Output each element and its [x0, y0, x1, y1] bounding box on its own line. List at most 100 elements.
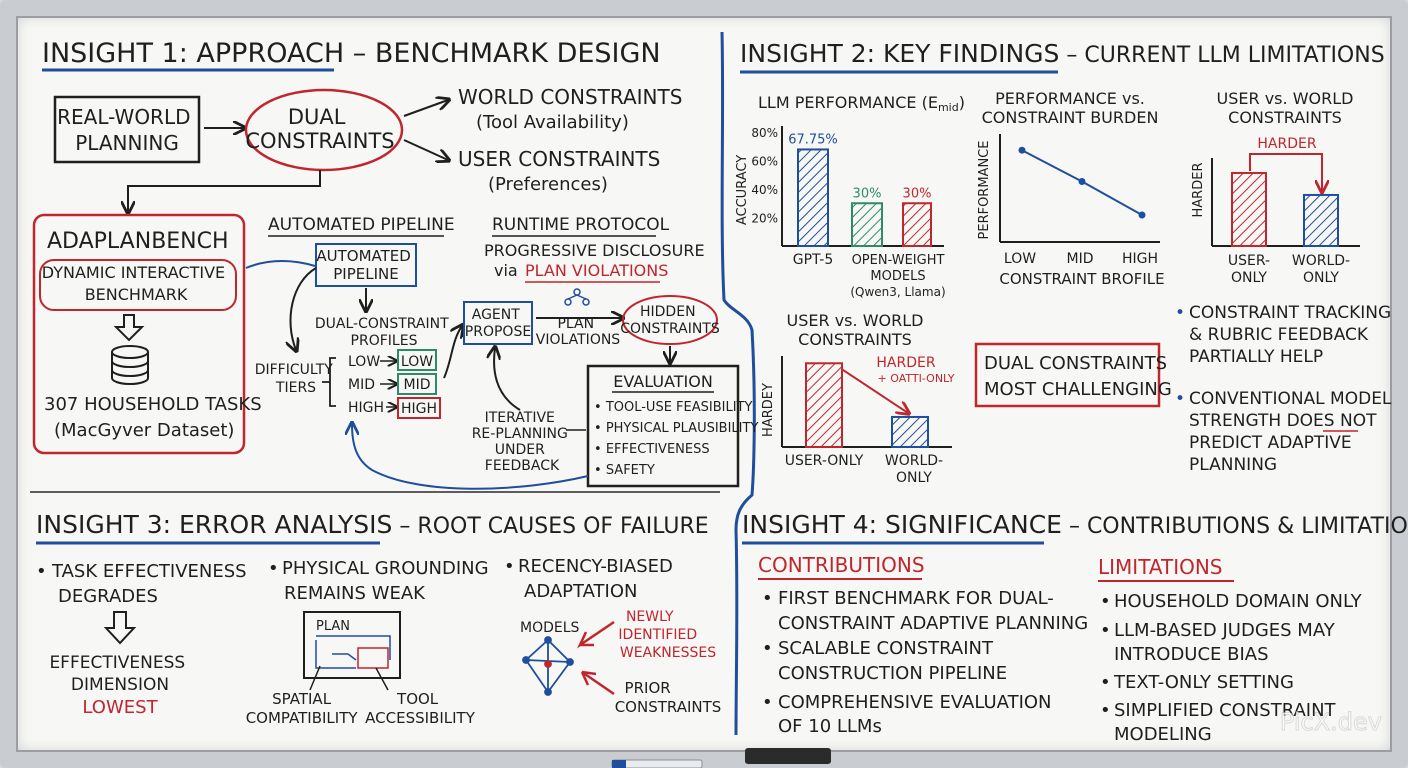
perf-value-label-3: 30% [903, 186, 932, 201]
real-world-box [53, 95, 201, 164]
chart-uw1-bar-2 [1303, 193, 1339, 248]
difficulty-line1: DIFFICULTY [255, 362, 334, 378]
svg-text:PLAN VIOLATIONS: PLAN VIOLATIONS [536, 316, 621, 348]
col1-line1: TASK EFFECTIVENESS [51, 561, 247, 582]
chart-uw1-bar-1 [1231, 171, 1267, 248]
insight4-title-prefix: INSIGHT 4: [742, 510, 877, 539]
bullet2-line2: STRENGTH DOES NOT [1189, 411, 1377, 431]
world-constraints-label: WORLD CONSTRAINTS [458, 85, 682, 109]
runtime-protocol-header: RUNTIME PROTOCOL [492, 215, 670, 235]
adaplanbench-box [32, 213, 246, 455]
svg-text:•: • [1100, 620, 1111, 641]
chart-uw2-title-1: USER vs. WORLD [787, 311, 924, 330]
newly-arrow [576, 620, 615, 649]
tier-mid-box [397, 373, 437, 395]
bullet2-line4: PLANNING [1189, 455, 1277, 475]
svg-text:ITERATIVE RE-PLANNING: ITERATIVE RE-PLANNING UNDER FEEDBACK [472, 410, 573, 474]
eval-item-1: TOOL-USE FEASIBILITY [605, 400, 753, 415]
plan-violations-line1: PLAN [557, 316, 594, 332]
svg-text:EFFECTIVENESS DIMENSIO: EFFECTIVENESS DIMENSION [49, 653, 190, 695]
tier-high-box [397, 397, 441, 419]
insight4-title-rest: – CONTRIBUTIONS & LIMITATIONS [1062, 514, 1408, 539]
insight2-title-mid: KEY FINDINGS [875, 39, 1059, 68]
user-constraints-label: USER CONSTRAINTS [458, 147, 660, 171]
eval-item-2: PHYSICAL PLAUSIBILITY [606, 421, 759, 436]
svg-text:•: • [1100, 591, 1111, 612]
svg-text:•: • [268, 558, 279, 579]
dual-line1: DUAL [288, 105, 346, 129]
perf-value-label-1: 67.75% [788, 132, 838, 147]
adaplanbench-title: ADAPLANBENCH [47, 229, 229, 254]
perf-xtick-open-sub: (Qwen3, Llama) [850, 285, 945, 299]
svg-text:•: • [504, 556, 515, 577]
chart-uw2-annotation-sub: + OATTI-ONLY [878, 372, 955, 385]
spatial-line2: COMPATIBILITY [246, 709, 359, 727]
bullet1-line1: CONSTRAINT TRACKING [1189, 303, 1391, 323]
chart-performance-vs-burden: PERFORMANCE vs.CONSTRAINT BURDEN PERFORMA… [977, 89, 1165, 288]
perf-ytick: 80% [751, 126, 778, 140]
svg-text:SCALABLE CONSTRAINT: SCALABLE CONSTRAINT CONSTRUCTION PIPELIN… [778, 638, 1007, 684]
svg-text:HIDDEN CONSTRAINTS: HIDDEN CONSTRAINTS [620, 304, 720, 337]
tasks-label: 307 HOUSEHOLD TASKS [44, 394, 262, 415]
limitation2-line2: INTRODUCE BIAS [1114, 644, 1269, 665]
eval-item-4: SAFETY [606, 463, 655, 478]
insight2-bullets: • CONSTRAINT TRACKING & RUBRIC FEEDBACK … [1175, 303, 1397, 475]
line-point-3 [1138, 211, 1146, 219]
svg-text:CONVENTIONAL MODEL S: CONVENTIONAL MODEL STRENGTH DOES NOT PRE… [1189, 389, 1397, 475]
chart-uw1-title-2: CONSTRAINTS [1228, 108, 1342, 127]
svg-text:AGENT PROPOSE: AGENT PROPOSE [465, 307, 531, 340]
perf-bar-2 [851, 202, 883, 247]
svg-text:•: • [1175, 303, 1185, 323]
svg-text:• EFFECTIVENESS: • EFFECTIVENESS [594, 442, 710, 457]
line-title-2: CONSTRAINT BURDEN [982, 108, 1159, 127]
svg-text:•: • [762, 588, 773, 609]
dual-profiles-line1: DUAL-CONSTRAINT [315, 316, 449, 332]
chart-uw2-bar-2 [891, 415, 929, 449]
svg-text:CONSTRAINT TRACKING: CONSTRAINT TRACKING & RUBRIC FEEDBACK PA… [1189, 303, 1397, 367]
chart-uw1-xtick-1-1: USER- [1228, 253, 1270, 269]
tier-high-box-label: HIGH [401, 401, 437, 417]
svg-text:•: • [1100, 700, 1111, 721]
bullet1-line2: & RUBRIC FEEDBACK [1189, 325, 1369, 345]
tier-low-box-label: LOW [401, 354, 433, 370]
tier-mid-label: MID [348, 377, 375, 393]
svg-text:FIRST BENCHMARK FOR DUAL-: FIRST BENCHMARK FOR DUAL- CONSTRAINT ADA… [778, 588, 1088, 634]
via-label: via [494, 261, 518, 280]
svg-text:SIMPLIFIED CONSTRAINT: SIMPLIFIED CONSTRAINT MODELING [1114, 700, 1341, 745]
plan-diagram-box [303, 611, 401, 679]
line-xtick-2: MID [1067, 251, 1094, 267]
chart-uw1-ylabel: HARDER [1191, 163, 1206, 218]
database-icon [111, 345, 149, 385]
limitation4-line1: SIMPLIFIED CONSTRAINT [1114, 700, 1337, 721]
chart-uw2-xtick-1-1: USER-ONLY [785, 453, 864, 469]
limitation1: HOUSEHOLD DOMAIN ONLY [1114, 591, 1363, 612]
prior-line2: CONSTRAINTS [615, 698, 722, 716]
insight3-section: INSIGHT 3: ERROR ANALYSIS – ROOT CAUSES … [36, 510, 721, 727]
svg-text:INSIGHT 1: APPROACH – BENCHMAR: INSIGHT 1: APPROACH – BENCHMARK DESIGN [42, 38, 661, 69]
hidden-constraints-ellipse [622, 295, 718, 345]
limitations-header: LIMITATIONS [1098, 555, 1223, 579]
chart-uw2-annotation: HARDER [876, 355, 935, 371]
svg-text:•: • [36, 561, 47, 582]
hidden-line1: HIDDEN [640, 304, 696, 320]
perf-xtick-gpt5-1: GPT-5 [793, 252, 834, 268]
svg-text:SPATIAL COMPATIBILITY: SPATIAL COMPATIBILITY TOOL ACCESSIBILITY [246, 690, 476, 727]
chart-uw2-bar-1 [805, 362, 843, 448]
line-xtick-3: HIGH [1122, 251, 1158, 267]
svg-text:• PHYSICAL PLAUSIBILITY: • PHYSICAL PLAUSIBILITY [594, 421, 758, 436]
lowest-label: LOWEST [82, 697, 158, 718]
agent-line1: AGENT [472, 307, 520, 323]
chart-uw1-annotation: HARDER [1257, 136, 1316, 152]
dual-box-line2: MOST CHALLENGING [984, 379, 1172, 400]
svg-text:INSIGHT 2: KEY FINDINGS – CURR: INSIGHT 2: KEY FINDINGS – CURRENT LLM LI… [740, 39, 1385, 68]
insight2-title-rest: – CURRENT LLM LIMITATIONS [1059, 43, 1384, 68]
col1-line2: DEGRADES [58, 586, 158, 607]
chart-uw2-title-2: CONSTRAINTS [798, 330, 912, 349]
line-title-1: PERFORMANCE vs. [995, 89, 1145, 108]
perf-xtick-open-2: MODELS [870, 269, 925, 284]
contributions-list: • FIRST BENCHMARK FOR DUAL- CONSTRAINT A… [762, 588, 1088, 737]
user-constraints-sub: (Preferences) [488, 174, 608, 195]
chart-uw1-xtick-1-2: ONLY [1231, 270, 1267, 286]
line-ylabel: PERFORMANCE [977, 141, 992, 240]
